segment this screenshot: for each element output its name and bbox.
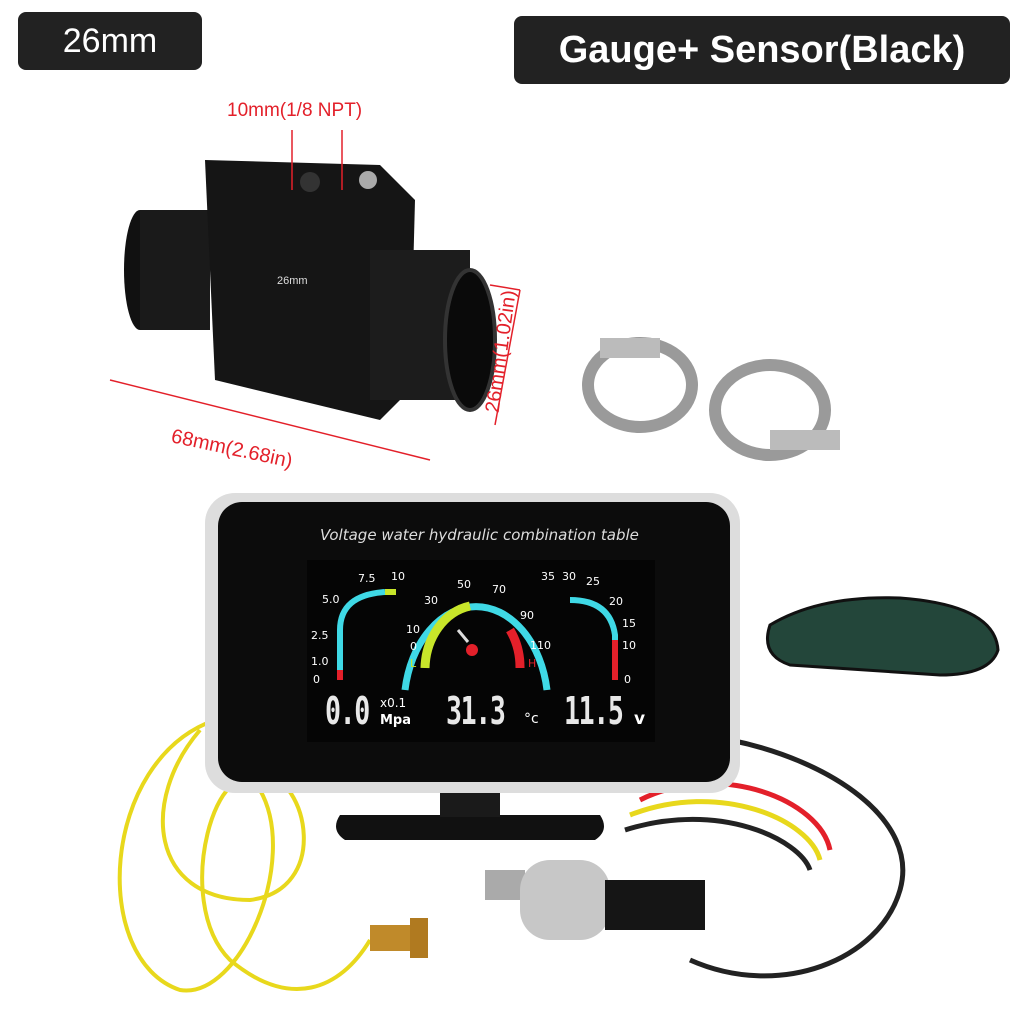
black-wire <box>688 737 906 979</box>
dimension-lines <box>109 130 521 461</box>
volt-tick: 15 <box>622 617 636 630</box>
volt-tick: 10 <box>622 639 636 652</box>
adhesive-pad <box>766 596 1000 677</box>
pressure-unit: Mpa <box>380 713 412 728</box>
pressure-tick: 7.5 <box>358 572 376 585</box>
size-badge: 26mm <box>18 12 202 70</box>
volt-tick: 0 <box>624 673 631 686</box>
fitting-label: 26mm <box>277 275 308 287</box>
yellow-wire <box>117 718 372 993</box>
volt-tick: 20 <box>609 595 623 608</box>
temp-tick: 50 <box>457 578 471 591</box>
pressure-readout: 0.0 <box>325 689 370 733</box>
pressure-tick: 10 <box>391 570 405 583</box>
temp-high: H <box>528 657 537 670</box>
pressure-tick: 0 <box>313 673 320 686</box>
volt-tick: 35 <box>541 570 555 583</box>
temperature-sensor <box>370 918 428 958</box>
gauge-title: Voltage water hydraulic combination tabl… <box>320 526 639 544</box>
pressure-tick: 1.0 <box>311 655 329 668</box>
pressure-tick: 5.0 <box>322 593 340 606</box>
gauge-stand <box>336 815 604 840</box>
temp-tick: 0 <box>410 640 417 653</box>
temp-tick: 10 <box>406 623 420 636</box>
product-badge: Gauge+ Sensor(Black) <box>514 16 1010 84</box>
volt-tick: 25 <box>586 575 600 588</box>
temp-low: L <box>410 657 417 670</box>
temp-tick: 110 <box>530 639 551 652</box>
temperature-unit: °c <box>524 711 539 727</box>
harness-wires <box>624 781 833 871</box>
temp-tick: 30 <box>424 594 438 607</box>
voltage-readout: 11.5 <box>564 689 624 733</box>
pressure-tick: 2.5 <box>311 629 329 642</box>
temperature-readout: 31.3 <box>446 689 506 733</box>
temp-tick: 90 <box>520 609 534 622</box>
thread-dimension: 10mm(1/8 NPT) <box>227 100 363 121</box>
temp-tick: 70 <box>492 583 506 596</box>
volt-tick: 30 <box>562 570 576 583</box>
pressure-multiplier: x0.1 <box>380 696 407 710</box>
hose-fitting <box>124 160 497 420</box>
voltage-unit: v <box>634 709 646 729</box>
pressure-sensor <box>485 860 705 940</box>
